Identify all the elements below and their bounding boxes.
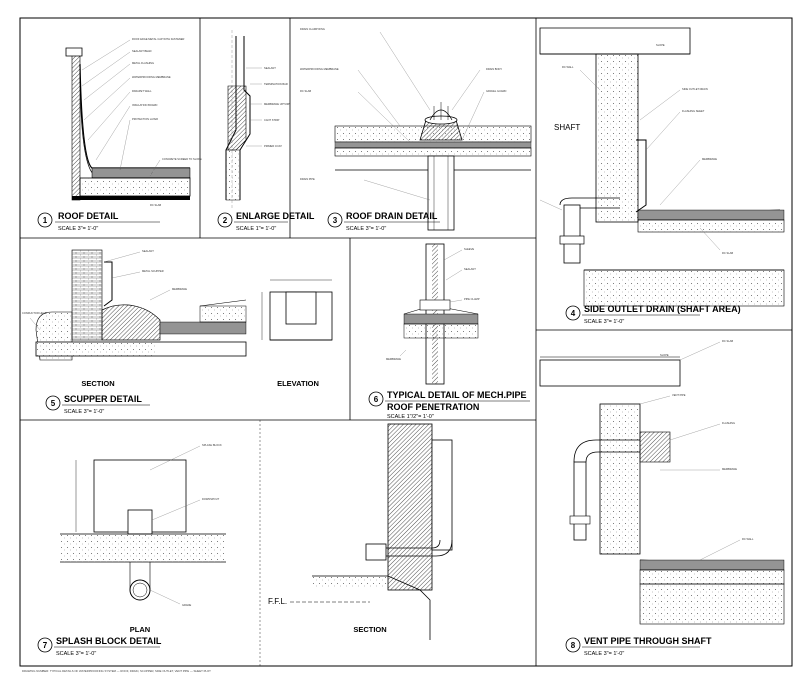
slope-8: SLOPE xyxy=(660,353,669,357)
detail-5-scupper: SEALANT METAL SCUPPER MEMBRANE CONDUCTOR… xyxy=(22,249,333,388)
d3-note: WATERPROOFING MEMBRANE xyxy=(300,67,339,71)
svg-text:SCALE 3"= 1'-0": SCALE 3"= 1'-0" xyxy=(346,226,386,232)
slope-4: SLOPE xyxy=(656,43,665,47)
d2-note: PRIMER COAT xyxy=(264,144,282,148)
svg-text:TYPICAL DETAIL OF MECH.PIPE: TYPICAL DETAIL OF MECH.PIPE xyxy=(387,390,527,400)
d4-note: MEMBRANE xyxy=(702,157,717,161)
d4-note: SIDE OUTLET DRAIN xyxy=(682,87,708,91)
d1-note: RC SLAB xyxy=(150,203,161,207)
svg-text:7: 7 xyxy=(43,641,48,650)
shaft-label: SHAFT xyxy=(554,123,580,132)
detail-2-title: 2 ENLARGE DETAIL SCALE 1"= 1'-0" xyxy=(217,211,315,232)
sheet-footer: DRAWING NUMBER: TYPICAL DETAILS OF WATER… xyxy=(22,669,211,673)
detail-5-title: 5 SCUPPER DETAIL SCALE 3"= 1'-0" xyxy=(45,394,150,415)
d1-note: METAL FLASHING xyxy=(132,61,154,65)
svg-text:ROOF DRAIN DETAIL: ROOF DRAIN DETAIL xyxy=(346,211,438,221)
d3-note: DRAIN BODY xyxy=(486,67,502,71)
d7-note: DOWNSPOUT xyxy=(202,497,220,501)
svg-text:ROOF DETAIL: ROOF DETAIL xyxy=(58,211,119,221)
d1-note: WATERPROOFING MEMBRANE xyxy=(132,75,171,79)
svg-text:VENT PIPE THROUGH SHAFT: VENT PIPE THROUGH SHAFT xyxy=(584,636,712,646)
svg-text:SCALE 3"= 1'-0": SCALE 3"= 1'-0" xyxy=(584,651,624,657)
detail-6-pipe-penetration: SLEEVE SEALANT PIPE CLAMP MEMBRANE xyxy=(386,243,480,385)
detail-4-side-outlet: SHAFT RC WALL SIDE OUTLET DRAIN FLASHING… xyxy=(539,27,785,307)
svg-text:6: 6 xyxy=(374,395,379,404)
svg-text:ENLARGE DETAIL: ENLARGE DETAIL xyxy=(236,211,315,221)
d6-note: MEMBRANE xyxy=(386,357,401,361)
d5-note: CONDUCTOR HEAD xyxy=(22,311,47,315)
grid-lines xyxy=(20,18,792,666)
d4-note: FLASHING SHEET xyxy=(682,109,705,113)
detail-6-title: 6 TYPICAL DETAIL OF MECH.PIPE ROOF PENET… xyxy=(368,390,530,420)
detail-8-title: 8 VENT PIPE THROUGH SHAFT SCALE 3"= 1'-0… xyxy=(565,636,712,657)
d1-note: SEALANT BEAD xyxy=(132,49,152,53)
d5-note: SEALANT xyxy=(142,249,154,253)
detail-3-title: 3 ROOF DRAIN DETAIL SCALE 3"= 1'-0" xyxy=(327,211,440,232)
svg-text:SPLASH BLOCK DETAIL: SPLASH BLOCK DETAIL xyxy=(56,636,162,646)
svg-text:SCALE 3"= 1'-0": SCALE 3"= 1'-0" xyxy=(58,226,98,232)
d2-note: TERMINATION BAR xyxy=(264,82,288,86)
d8-note: RC WALL xyxy=(742,537,754,541)
svg-text:SCALE 1"= 1'-0": SCALE 1"= 1'-0" xyxy=(236,226,276,232)
detail-8-vent-pipe: SLOPE SLOPE RC SLAB VENT PIPE FLASHING M… xyxy=(539,43,785,625)
d7-plan-label: PLAN xyxy=(130,625,150,634)
ffl-label: F.F.L. xyxy=(268,597,287,606)
detail-7-splash-block: SPLASH BLOCK DOWNSPOUT GRADE PLAN F.F.L.… xyxy=(60,423,453,640)
d8-note: RC SLAB xyxy=(722,339,733,343)
d5-elevation-label: ELEVATION xyxy=(277,379,319,388)
d5-note: MEMBRANE xyxy=(172,287,187,291)
svg-text:2: 2 xyxy=(223,216,228,225)
d7-note: GRADE xyxy=(182,603,191,607)
d6-note: SEALANT xyxy=(464,267,476,271)
detail-1-title: 1 ROOF DETAIL SCALE 3"= 1'-0" xyxy=(37,211,160,232)
d1-note: CONCRETE SCREED TO SLOPE xyxy=(162,157,202,161)
d2-note: CANT STRIP xyxy=(264,118,280,122)
d1-note: INSULATION BOARD xyxy=(132,103,157,107)
d3-note: DRAIN CLAMP RING xyxy=(300,27,325,31)
d7-section-label: SECTION xyxy=(353,625,386,634)
d3-note: DRAIN PIPE xyxy=(300,177,315,181)
svg-text:SCALE 3"= 1'-0": SCALE 3"= 1'-0" xyxy=(584,319,624,325)
svg-text:SCALE 3"= 1'-0": SCALE 3"= 1'-0" xyxy=(64,409,104,415)
detail-3-roof-drain: DRAIN CLAMP RING WATERPROOFING MEMBRANE … xyxy=(300,27,532,231)
detail-4-title: 4 SIDE OUTLET DRAIN (SHAFT AREA) SCALE 3… xyxy=(565,304,741,325)
d1-note: ROOF EDGE METAL CAP WITH FASTENER xyxy=(132,37,185,41)
d5-note: METAL SCUPPER xyxy=(142,269,164,273)
d3-note: RC SLAB xyxy=(300,89,311,93)
d6-note: SLEEVE xyxy=(464,247,474,251)
detail-1-roof: ROOF EDGE METAL CAP WITH FASTENER SEALAN… xyxy=(65,37,202,207)
d2-note: MEMBRANE UPTURN xyxy=(264,102,291,106)
svg-text:8: 8 xyxy=(571,641,576,650)
svg-text:1: 1 xyxy=(43,216,48,225)
svg-text:SCUPPER DETAIL: SCUPPER DETAIL xyxy=(64,394,142,404)
svg-text:5: 5 xyxy=(51,399,56,408)
d6-note: PIPE CLAMP xyxy=(464,297,480,301)
svg-text:SCALE 1"/2"= 1'-0": SCALE 1"/2"= 1'-0" xyxy=(387,414,434,420)
svg-text:SIDE OUTLET DRAIN (SHAFT AREA): SIDE OUTLET DRAIN (SHAFT AREA) xyxy=(584,304,741,314)
svg-text:SCALE 3"= 1'-0": SCALE 3"= 1'-0" xyxy=(56,651,96,657)
d8-note: VENT PIPE xyxy=(672,393,686,397)
d4-note: RC SLAB xyxy=(722,251,733,255)
svg-text:ROOF PENETRATION: ROOF PENETRATION xyxy=(387,402,479,412)
d8-note: FLASHING xyxy=(722,421,735,425)
sheet-border xyxy=(19,17,793,667)
d4-note: RC WALL xyxy=(562,65,574,69)
detail-2-enlarge: SEALANT TERMINATION BAR MEMBRANE UPTURN … xyxy=(225,30,291,210)
d2-note: SEALANT xyxy=(264,66,276,70)
d3-note: GRAVEL GUARD xyxy=(486,89,506,93)
svg-text:3: 3 xyxy=(333,216,338,225)
d1-note: PROTECTION LAYER xyxy=(132,117,158,121)
d8-note: MEMBRANE xyxy=(722,467,737,471)
d7-note: SPLASH BLOCK xyxy=(202,443,222,447)
svg-text:4: 4 xyxy=(571,309,576,318)
d5-section-label: SECTION xyxy=(81,379,114,388)
d1-note: PARAPET WALL xyxy=(132,89,152,93)
detail-7-title: 7 SPLASH BLOCK DETAIL SCALE 3"= 1'-0" xyxy=(37,636,162,657)
